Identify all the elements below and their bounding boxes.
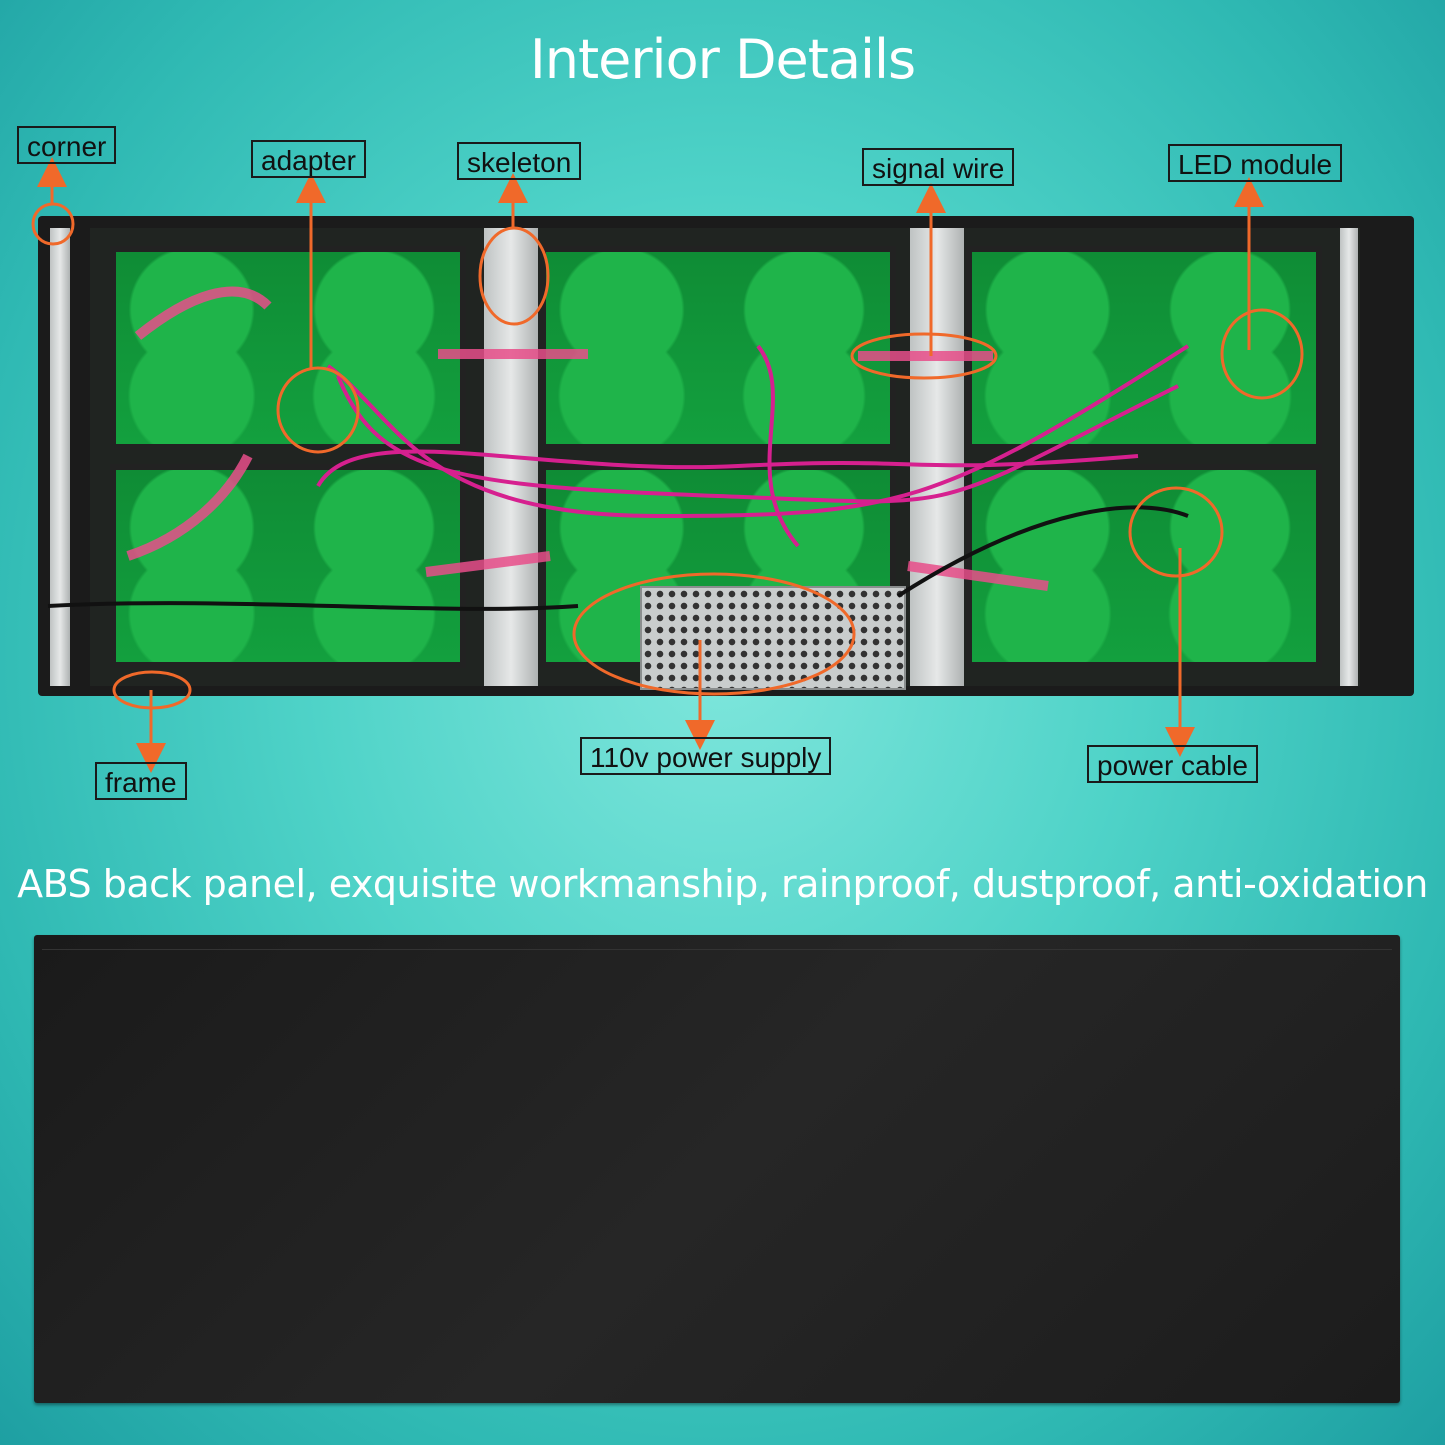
ribbon-cable — [134, 286, 272, 340]
ribbon-cable — [907, 561, 1049, 591]
power-supply-label: 110v power supply — [580, 737, 832, 775]
adapter-label: adapter — [251, 140, 366, 178]
black-cable — [896, 505, 1189, 598]
led-module-highlight — [1220, 308, 1304, 400]
signal-wire — [326, 344, 1190, 519]
black-cable — [47, 601, 579, 611]
ribbon-cable — [126, 453, 253, 561]
adapter-highlight — [276, 366, 360, 454]
power-supply-unit — [640, 586, 906, 690]
led-cabinet-photo — [38, 216, 1414, 696]
corner-label: corner — [17, 126, 117, 164]
wiring — [47, 286, 1190, 611]
abs-back-panel-photo — [34, 935, 1400, 1403]
side-strip — [1340, 228, 1358, 686]
power-supply-highlight — [572, 572, 856, 696]
ribbon-cable — [425, 551, 551, 577]
signal-wire — [756, 344, 800, 548]
power-cable-label: power cable — [1087, 745, 1258, 783]
skeleton-highlight — [478, 226, 550, 326]
back-panel-edge — [42, 941, 1392, 950]
frame-label: frame — [95, 762, 187, 800]
signal-wire — [316, 449, 1139, 487]
corner-highlight — [31, 202, 75, 246]
skeleton-label: skeleton — [457, 142, 582, 180]
led-module — [966, 464, 1322, 668]
cabinet-interior — [50, 228, 1360, 690]
led-module — [110, 464, 466, 668]
skeleton-strip — [910, 228, 964, 686]
led-module — [966, 246, 1322, 450]
power-cable-highlight — [1128, 486, 1224, 578]
signal-wire-highlight — [850, 332, 998, 380]
side-strip — [50, 228, 70, 686]
annotation-overlay — [31, 157, 1304, 773]
led-module — [110, 246, 466, 450]
feature-caption: ABS back panel, exquisite workmanship, r… — [17, 862, 1428, 906]
page-title: Interior Details — [529, 28, 916, 91]
led-module — [540, 246, 896, 450]
signal-wire-label: signal wire — [862, 148, 1015, 186]
led-module-label: LED module — [1168, 144, 1343, 182]
